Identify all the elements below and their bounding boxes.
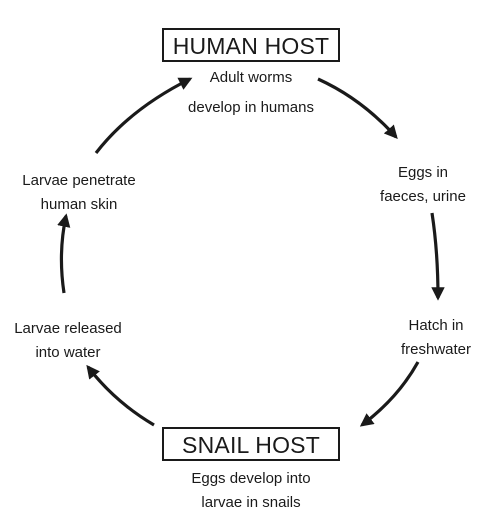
arrow-to-penetrate-skin <box>57 213 71 294</box>
larvae-released-label-line1: Larvae released <box>14 320 122 337</box>
adult-worms-label-line2: develop in humans <box>188 99 314 116</box>
arrow-to-snail-host <box>359 361 420 427</box>
snail-eggs-label-line1: Eggs develop into <box>191 470 311 487</box>
arrow-to-human-host <box>94 77 193 154</box>
human-host-box: HUMAN HOST <box>162 28 340 62</box>
eggs-label-line2: faeces, urine <box>380 188 466 205</box>
hatch-label-line1: Hatch in <box>408 317 464 334</box>
penetrate-skin-label-line2: human skin <box>40 196 118 213</box>
snail-host-box: SNAIL HOST <box>162 427 340 461</box>
arrow-to-eggs <box>317 77 398 140</box>
adult-worms-label-line1: Adult worms <box>209 69 293 86</box>
arrow-to-larvae-released <box>86 364 155 427</box>
snail-eggs-label-line2: larvae in snails <box>201 494 301 511</box>
larvae-released-label-line2: into water <box>35 344 101 361</box>
hatch-label-line2: freshwater <box>400 341 472 358</box>
eggs-label-line1: Eggs in <box>397 164 449 181</box>
penetrate-skin-label-line1: Larvae penetrate <box>22 172 136 189</box>
arrow-to-hatch <box>430 212 445 301</box>
